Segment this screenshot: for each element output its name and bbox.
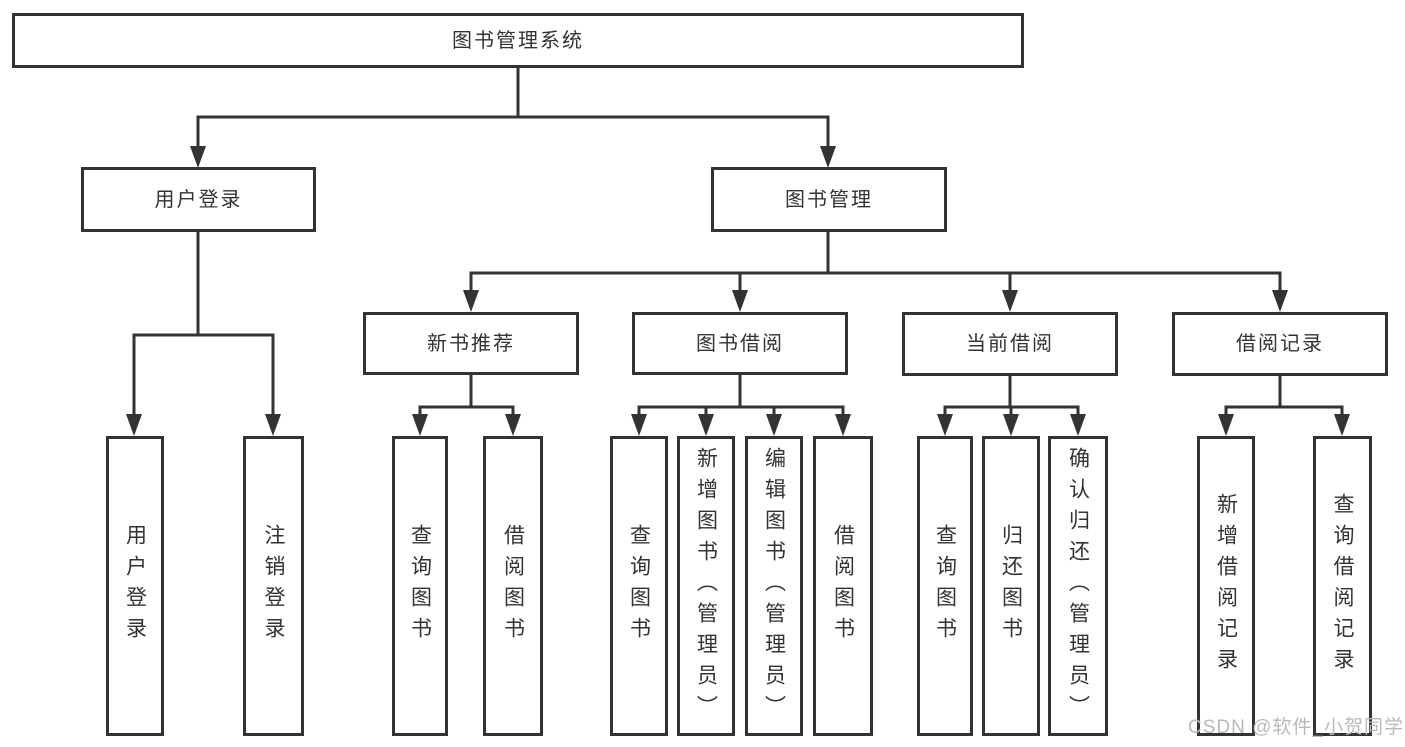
- leaf-query-book-recommend: 查询图书: [392, 436, 448, 736]
- node-user-login: 用户登录: [81, 167, 316, 232]
- leaf-query-book-borrow: 查询图书: [610, 436, 668, 736]
- node-borrow-records: 借阅记录: [1172, 312, 1388, 376]
- leaf-borrow-book: 借阅图书: [813, 436, 873, 736]
- leaf-user-login: 用户登录: [106, 436, 164, 736]
- leaf-borrow-book-recommend: 借阅图书: [483, 436, 543, 736]
- leaf-add-borrow-record: 新增借阅记录: [1197, 436, 1255, 736]
- leaf-return-book: 归还图书: [982, 436, 1040, 736]
- node-book-management: 图书管理: [711, 167, 947, 232]
- node-new-book-recommend: 新书推荐: [363, 312, 579, 375]
- leaf-logout-login: 注销登录: [243, 436, 304, 736]
- csdn-watermark: CSDN @软件_小贺同学: [1188, 717, 1404, 738]
- leaf-query-borrow-record: 查询借阅记录: [1313, 436, 1372, 736]
- connector-current-borrow-to-leaves: [937, 376, 1086, 436]
- connector-root-to-level2: [190, 68, 836, 168]
- leaf-edit-book-admin: 编辑图书（管理员）: [745, 436, 803, 736]
- connector-user-login-to-leaves: [126, 232, 281, 436]
- connector-borrow-records-to-leaves: [1218, 376, 1350, 436]
- node-current-borrow: 当前借阅: [902, 312, 1118, 376]
- leaf-confirm-return-admin: 确认归还（管理员）: [1048, 436, 1108, 736]
- leaf-query-book-current: 查询图书: [917, 436, 973, 736]
- connector-book-management-to-level3: [463, 232, 1288, 312]
- connector-book-borrow-to-leaves: [631, 375, 851, 436]
- node-library-management-system: 图书管理系统: [12, 13, 1024, 68]
- node-book-borrow: 图书借阅: [632, 312, 848, 375]
- connector-new-book-recommend-to-leaves: [412, 375, 521, 436]
- leaf-add-book-admin: 新增图书（管理员）: [677, 436, 735, 736]
